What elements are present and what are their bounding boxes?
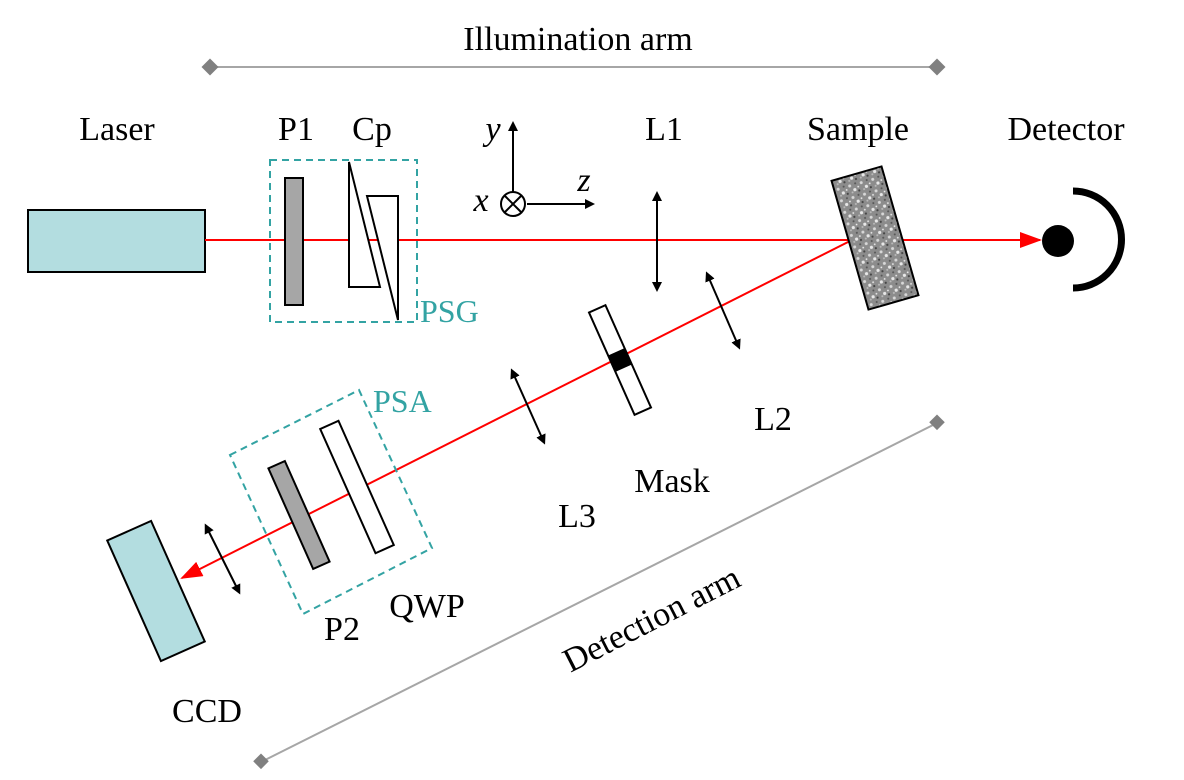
detection-arm-label: Detection arm (557, 559, 746, 680)
psa-box (228, 388, 434, 616)
y-axis-label: y (482, 111, 501, 148)
psg-label: PSG (420, 293, 479, 329)
laser-source (27, 209, 206, 273)
detection-arm-bracket (253, 414, 945, 770)
psg-box (269, 159, 418, 323)
ccd-label: CCD (172, 693, 242, 730)
qwp-label: QWP (389, 588, 465, 625)
lens-l2 (705, 271, 741, 350)
l2-label: L2 (754, 401, 792, 438)
detection-beam (180, 239, 853, 579)
compensator-cp (348, 161, 399, 321)
laser-label: Laser (79, 111, 155, 148)
coordinate-axes (500, 121, 595, 217)
quarter-wave-plate (318, 419, 396, 555)
polarizer-p2 (267, 459, 331, 571)
detector (1042, 187, 1125, 292)
l1-label: L1 (645, 111, 683, 148)
z-axis-label: z (576, 162, 590, 199)
ccd-camera (105, 519, 207, 663)
illumination-arm-label: Illumination arm (463, 21, 692, 58)
mask-label: Mask (634, 463, 710, 500)
polarizer-p1 (284, 177, 304, 306)
psa-label: PSA (373, 383, 432, 419)
p2-label: P2 (324, 611, 360, 648)
mask (587, 303, 653, 417)
l3-label: L3 (558, 498, 596, 535)
sample (830, 165, 920, 311)
lens-ccd (204, 523, 241, 595)
cp-label: Cp (352, 111, 392, 148)
sample-label: Sample (807, 111, 909, 148)
detector-label: Detector (1007, 111, 1125, 148)
x-axis-label: x (472, 182, 488, 219)
p1-label: P1 (278, 111, 314, 148)
illumination-arm-bracket (201, 58, 946, 76)
lens-l3 (510, 368, 546, 445)
